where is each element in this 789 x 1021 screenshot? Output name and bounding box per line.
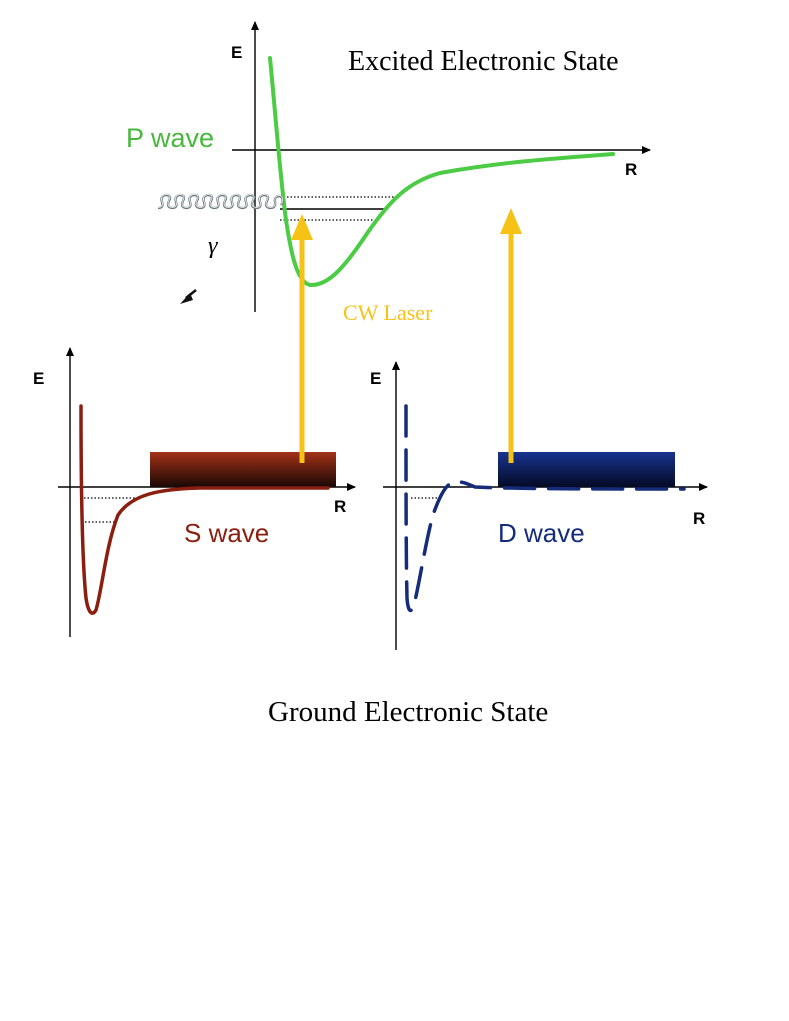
d-wave-label: D wave [498,518,585,548]
s-continuum-band [150,452,336,487]
p-wave-potential-curve [268,56,615,288]
s-wave-label: S wave [184,518,269,548]
excited-r-axis-label: R [625,160,637,179]
d-continuum-band [498,452,675,487]
p-wave-label: P wave [126,123,214,153]
laser-arrowhead-s [291,214,313,240]
photon-emission-icon [157,193,284,304]
ground-state-title: Ground Electronic State [268,696,548,728]
s-wave-potential-curve [79,404,330,615]
d-wave-potential-curve [404,404,686,613]
s-r-axis-label: R [334,497,346,516]
d-wave-panel: E R D wave [370,361,708,650]
cw-laser-arrows: CW Laser [291,208,522,463]
d-e-axis-label: E [370,369,381,388]
d-r-axis-label: R [693,509,705,528]
excited-state-panel: E R Excited Electronic State P wave γ [126,21,651,312]
laser-arrowhead-d [500,208,522,234]
s-e-axis-label: E [33,369,44,388]
excited-e-axis-label: E [231,43,242,62]
photon-symbol: γ [208,233,218,259]
s-wave-panel: E R S wave [33,347,356,637]
cw-laser-label: CW Laser [343,300,433,325]
excited-state-title: Excited Electronic State [348,46,619,77]
